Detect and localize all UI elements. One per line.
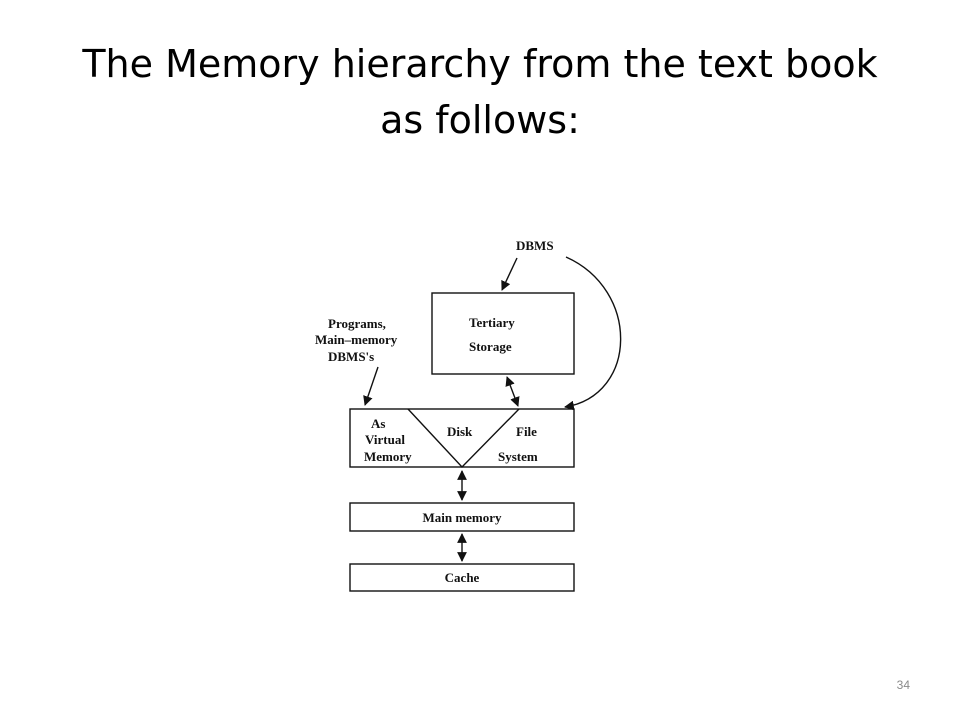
programs-to-virtual-memory-arrow (363, 366, 379, 406)
slide-title: The Memory hierarchy from the text book … (40, 36, 920, 148)
tertiary-label: Tertiary (469, 315, 515, 330)
main-memory-box (349, 502, 575, 532)
programs-label: Programs, (328, 316, 386, 331)
dbms-label: DBMS (516, 238, 554, 253)
page-number: 34 (896, 678, 910, 692)
tertiary-disk-double-arrow (505, 376, 520, 407)
tertiary-storage-box (431, 292, 575, 375)
memory-label: Memory (364, 449, 412, 464)
main-memory-dbms-label: Main–memory (315, 332, 398, 347)
cache-box (349, 563, 575, 592)
cache-label: Cache (445, 570, 480, 585)
as-label: As (371, 416, 385, 431)
virtual-label: Virtual (365, 432, 405, 447)
storage-label: Storage (469, 339, 512, 354)
dbms-plural-label: DBMS's (328, 349, 374, 364)
main-memory-label: Main memory (422, 510, 502, 525)
slide-title-line-2: as follows: (380, 98, 580, 142)
slide-title-line-1: The Memory hierarchy from the text book (82, 42, 878, 86)
disk-v-divider (407, 408, 520, 469)
disk-label: Disk (447, 424, 473, 439)
system-label: System (498, 449, 538, 464)
dbms-to-tertiary-arrow (501, 257, 518, 291)
dbms-to-file-system-arrow (564, 256, 622, 411)
file-label: File (516, 424, 537, 439)
